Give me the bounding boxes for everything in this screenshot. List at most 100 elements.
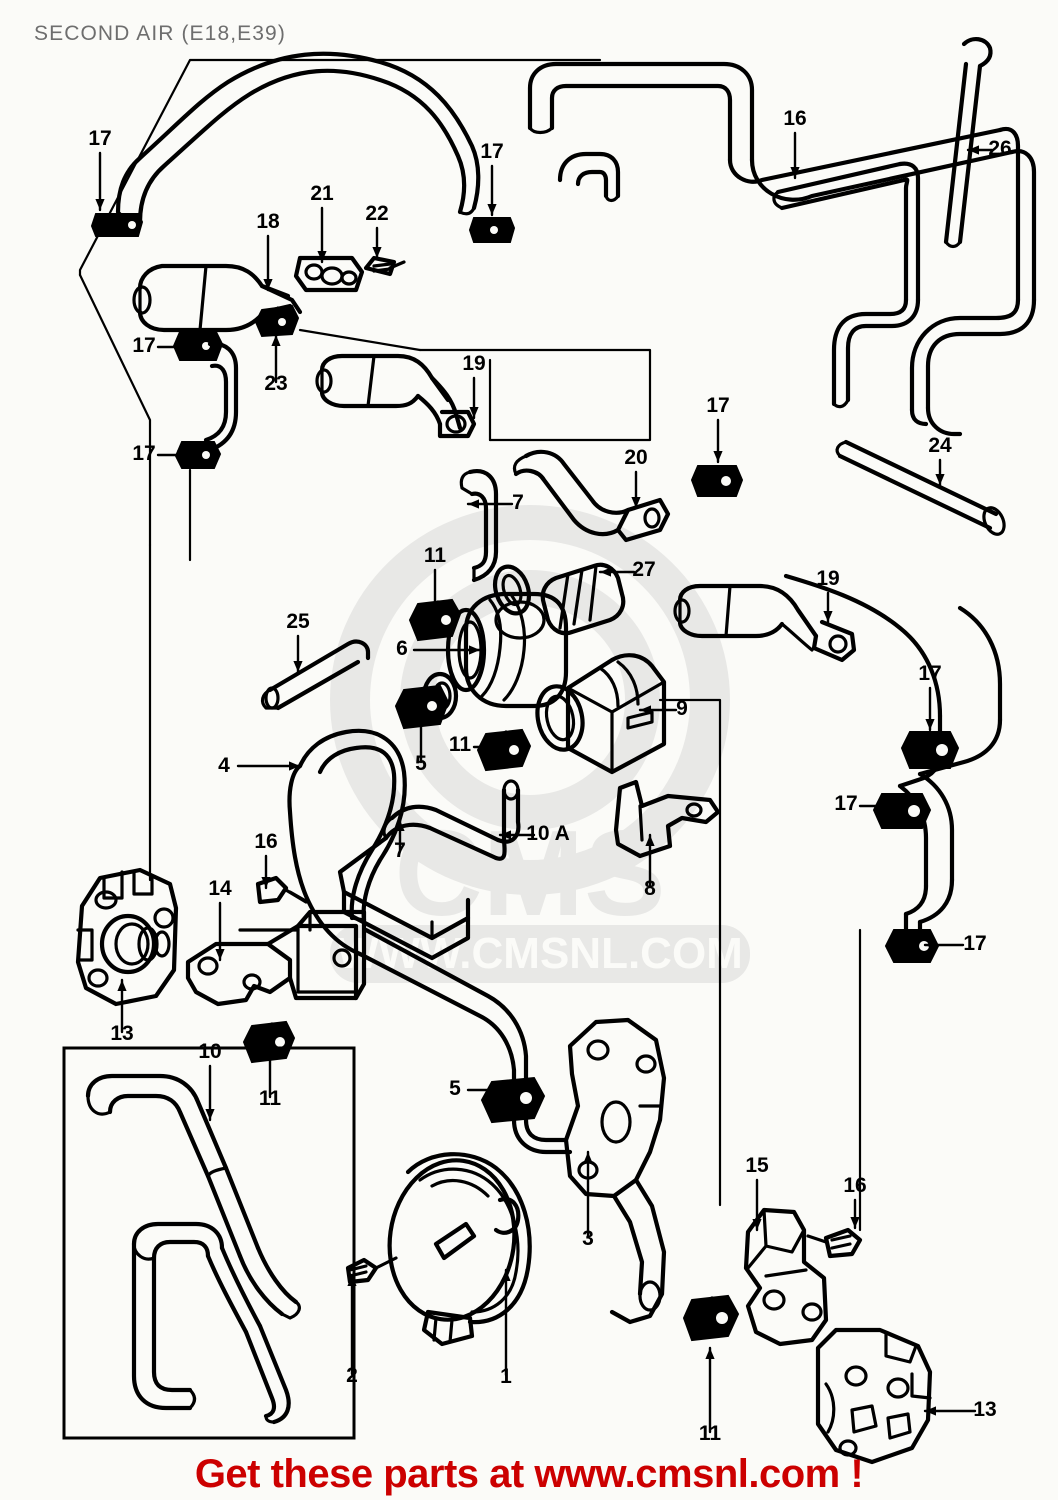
part-clamp-17-h (884, 929, 940, 963)
part-bracket-8 (613, 779, 721, 859)
callout-number: 9 (676, 697, 688, 720)
detail-box-bottom-left (62, 1046, 356, 1440)
part-clamp-17-e (690, 465, 744, 497)
callout-1: 1 (500, 1268, 512, 1388)
callout-number: 11 (259, 1087, 282, 1110)
part-hose-4 (287, 728, 573, 1155)
callout-arrowhead (263, 279, 273, 290)
callout-arrowhead (925, 940, 936, 950)
callout-16: 16 (783, 107, 807, 180)
callout-arrowhead (713, 451, 723, 462)
callout-number: 5 (415, 752, 427, 775)
callout-arrowhead (968, 145, 979, 155)
part-tube-24 (835, 439, 1006, 536)
callout-number: 5 (449, 1077, 461, 1100)
part-valve-13-right (815, 1327, 933, 1465)
callout-16: 16 (254, 830, 278, 890)
callout-arrowhead (583, 1152, 593, 1163)
callout-26: 26 (966, 137, 1012, 160)
callout-arrowhead (271, 335, 281, 346)
callout-number: 16 (843, 1174, 866, 1197)
callout-number: 3 (582, 1227, 594, 1250)
callout-27: 27 (598, 558, 656, 581)
footer-promo-text: Get these parts at www.cmsnl.com ! (194, 1452, 864, 1496)
callout-11: 11 (259, 1046, 282, 1110)
callout-arrowhead (501, 1270, 511, 1281)
part-valve-13-left (75, 867, 179, 1007)
callout-number: 7 (394, 839, 406, 862)
part-pipe-20 (512, 449, 671, 543)
callout-number: 17 (88, 127, 111, 150)
callout-number: 10 A (526, 822, 570, 845)
callout-arrowhead (289, 761, 300, 771)
callout-19: 19 (462, 352, 486, 420)
callout-number: 21 (310, 182, 334, 205)
callout-number: 17 (706, 394, 729, 417)
callout-number: 17 (132, 442, 155, 465)
callout-arrowhead (261, 877, 271, 888)
callout-arrowhead (469, 645, 480, 655)
part-clamp-17-a (90, 213, 144, 237)
callout-arrowhead (509, 1085, 520, 1095)
callout-arrowhead (925, 1406, 936, 1416)
callout-5: 5 (415, 698, 427, 775)
callout-number: 2 (346, 1364, 358, 1387)
callout-11: 11 (449, 733, 502, 756)
callout-arrowhead (850, 1217, 860, 1228)
callout-arrowhead (372, 247, 382, 258)
callout-2: 2 (346, 1273, 358, 1387)
callout-number: 16 (254, 830, 277, 853)
callout-arrowhead (416, 700, 426, 711)
callout-11: 11 (424, 544, 446, 622)
callout-arrowhead (117, 980, 127, 991)
callout-17: 17 (923, 932, 987, 955)
part-clamp-17-f (900, 731, 960, 769)
callout-number: 14 (208, 877, 232, 900)
part-hose-upper-left (115, 51, 481, 225)
part-bracket-14 (185, 909, 367, 1007)
part-pipe-19-a (315, 353, 477, 439)
part-hose-7-lower (337, 779, 521, 961)
callout-arrowhead (177, 342, 188, 352)
callout-arrowhead (752, 1219, 762, 1230)
callout-23: 23 (264, 333, 288, 395)
part-hose-16 (527, 61, 1037, 437)
callout-arrowhead (215, 949, 225, 960)
callout-18: 18 (256, 210, 280, 292)
callout-number: 20 (624, 446, 647, 469)
callout-8: 8 (644, 833, 656, 900)
callout-17: 17 (480, 140, 504, 217)
part-bolt-22 (363, 255, 406, 277)
callout-7: 7 (394, 818, 406, 862)
callout-arrowhead (317, 251, 327, 262)
part-clamp-23 (254, 304, 300, 338)
callout-arrowhead (487, 204, 497, 215)
callout-number: 8 (644, 877, 656, 900)
part-clamp-11-d (242, 1020, 296, 1064)
callout-arrowhead (205, 1109, 215, 1120)
part-clamp-11-e (682, 1294, 740, 1342)
part-hose-7 (459, 469, 499, 583)
callout-arrowhead (645, 835, 655, 846)
callout-17: 17 (88, 127, 112, 212)
callout-25: 25 (286, 610, 310, 674)
callout-arrowhead (935, 474, 945, 485)
page-title: SECOND AIR (E18,E39) (34, 22, 286, 45)
callout-arrowhead (489, 742, 500, 752)
callout-number: 17 (132, 334, 155, 357)
part-rod-26 (943, 37, 993, 249)
callout-arrowhead (705, 1348, 715, 1359)
callout-number: 17 (480, 140, 503, 163)
callout-number: 19 (816, 567, 839, 590)
callout-number: 7 (512, 491, 524, 514)
callout-13: 13 (110, 978, 134, 1045)
callout-number: 24 (928, 434, 952, 457)
callout-arrowhead (823, 611, 833, 622)
callout-number: 18 (256, 210, 280, 233)
callout-number: 16 (783, 107, 806, 130)
part-clamp-17-b (468, 217, 516, 243)
callout-arrowhead (430, 609, 440, 620)
callout-number: 19 (462, 352, 485, 375)
callout-arrowhead (640, 705, 651, 715)
